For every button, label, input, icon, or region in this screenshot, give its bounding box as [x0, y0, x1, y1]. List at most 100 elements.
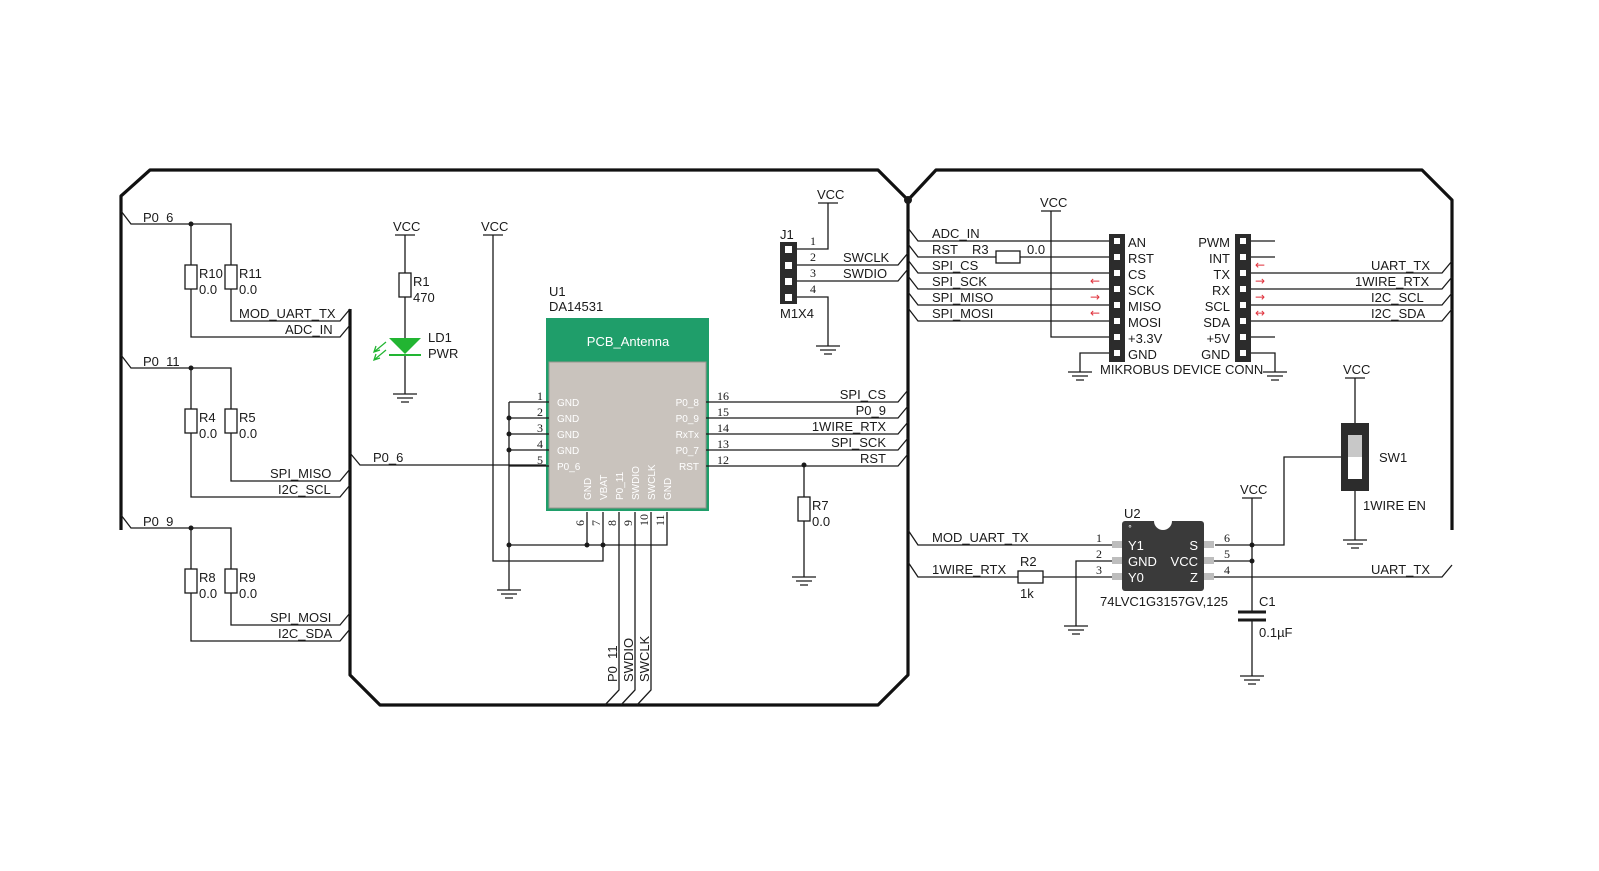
- module-u1: U1 DA14531 PCB_Antenna 1GND2GND3GND4GND5…: [509, 284, 746, 526]
- vcc-label-sw1: VCC: [1343, 362, 1370, 377]
- sw1-ref: SW1: [1379, 450, 1407, 465]
- resistor-r11: [224, 264, 238, 290]
- frame-junction: [904, 196, 912, 204]
- net-label-uart-tx-mb: UART_TX: [1371, 258, 1430, 273]
- resistor-r5: [224, 408, 238, 434]
- u2-pin-2: 2: [1096, 547, 1102, 561]
- j1-ref: J1: [780, 227, 794, 242]
- net-label-1wire-rtx-u2: 1WIRE_RTX: [932, 562, 1006, 577]
- j1-pin-2: 2: [810, 250, 816, 264]
- resistor-r7: [797, 496, 811, 522]
- u2-pin-5: 5: [1224, 547, 1230, 561]
- u1-bottom-pin-num: 11: [653, 514, 667, 526]
- u1-left-pin-name: GND: [557, 430, 579, 441]
- u2-pin-1: 1: [1096, 531, 1102, 545]
- u1-left-pin-num: 3: [537, 421, 543, 435]
- net-label-swclk-bottom: SWCLK: [637, 635, 652, 682]
- mikrobus-left-pin: CS: [1128, 267, 1146, 282]
- switch-sw1: VCC SW1 1WIRE EN: [1215, 362, 1426, 549]
- net-label-1wire-rtx-mb: 1WIRE_RTX: [1355, 274, 1429, 289]
- mikrobus-right-pin: SDA: [1203, 315, 1230, 330]
- svg-text:→: →: [1090, 290, 1100, 304]
- u1-right-pin-name: RxTx: [676, 430, 699, 441]
- net-label-adc-in-mb: ADC_IN: [932, 226, 980, 241]
- svg-text:←: ←: [1255, 258, 1265, 272]
- c1-ref: C1: [1259, 594, 1276, 609]
- right-section-frame: [906, 168, 1454, 530]
- net-label-spi-sck-mb: SPI_SCK: [932, 274, 987, 289]
- wire-p0-6: [349, 452, 546, 466]
- j1-type: M1X4: [780, 306, 814, 321]
- resistor-r1: [398, 272, 412, 298]
- resistor-r2: [1017, 570, 1044, 584]
- net-label-i2c-sda: I2C_SDA: [278, 626, 333, 641]
- r8-value: 0.0: [199, 586, 217, 601]
- r1-ref: R1: [413, 274, 430, 289]
- u1-left-pin-num: 1: [537, 389, 543, 403]
- chip-u2: U2 ° Y1 GND Y0 S VCC Z 1 2 3 6 5 4 74LVC…: [907, 506, 1453, 635]
- led-ld1: [389, 338, 421, 354]
- mikrobus-right-pin: GND: [1201, 347, 1230, 362]
- antenna-label: PCB_Antenna: [587, 334, 670, 349]
- sw1-label: 1WIRE EN: [1363, 498, 1426, 513]
- net-label-p0-11-bottom: P0_11: [605, 645, 620, 682]
- resistor-r4: [184, 408, 198, 434]
- svg-text:→: →: [1255, 290, 1265, 304]
- net-label-spi-mosi-mb: SPI_MOSI: [932, 306, 993, 321]
- u1-bottom-pin-num: 8: [605, 520, 619, 526]
- u1-bottom-pin-name: GND: [663, 478, 674, 500]
- led-value: PWR: [428, 346, 458, 361]
- r10-ref: R10: [199, 266, 223, 281]
- module-bottom-nets: P0_11 SWDIO SWCLK: [604, 512, 652, 706]
- u1-right-pin-num: 12: [717, 453, 729, 467]
- r5-ref: R5: [239, 410, 256, 425]
- r4-ref: R4: [199, 410, 216, 425]
- mikrobus-left-pin: AN: [1128, 235, 1146, 250]
- vcc-label-c1: VCC: [1240, 482, 1267, 497]
- u1-right-pin-name: P0_9: [676, 414, 700, 425]
- vcc-label-j1: VCC: [817, 187, 844, 202]
- module-right-net-label: RST: [860, 451, 886, 466]
- module-vcc-net: VCC: [481, 219, 668, 599]
- module-right-net-label: 1WIRE_RTX: [812, 419, 886, 434]
- mikrobus-right-pin: SCL: [1205, 299, 1230, 314]
- c1-value: 0.1µF: [1259, 625, 1293, 640]
- r8-ref: R8: [199, 570, 216, 585]
- net-label-mod-uart-tx: MOD_UART_TX: [239, 306, 336, 321]
- u1-right-pin-name: P0_7: [676, 446, 700, 457]
- net-label-i2c-sda-mb: I2C_SDA: [1371, 306, 1426, 321]
- module-right-net-label: SPI_CS: [840, 387, 887, 402]
- u1-left-pin-name: GND: [557, 414, 579, 425]
- power-led-circuit: VCC R1 470 LD1 PWR: [372, 219, 458, 403]
- capacitor-c1: VCC C1 0.1µF: [1238, 482, 1293, 685]
- u1-bottom-pin-num: 10: [637, 514, 651, 526]
- mikrobus-left-pin: MOSI: [1128, 315, 1161, 330]
- net-label-spi-miso: SPI_MISO: [270, 466, 331, 481]
- vcc-label-mikrobus: VCC: [1040, 195, 1067, 210]
- net-label-spi-mosi: SPI_MOSI: [270, 610, 331, 625]
- resistor-r9: [224, 568, 238, 594]
- led-ref: LD1: [428, 330, 452, 345]
- u1-ref: U1: [549, 284, 566, 299]
- net-label-mod-uart-tx-u2: MOD_UART_TX: [932, 530, 1029, 545]
- u1-left-pin-name: GND: [557, 398, 579, 409]
- net-label-p0-6: P0_6: [143, 210, 173, 225]
- net-label-swdio: SWDIO: [843, 266, 887, 281]
- vcc-label-module: VCC: [481, 219, 508, 234]
- u1-right-pin-num: 14: [717, 421, 729, 435]
- j1-pin-3: 3: [810, 266, 816, 280]
- u1-left-pin-num: 5: [537, 453, 543, 467]
- r3-ref: R3: [972, 242, 989, 257]
- r2-ref: R2: [1020, 554, 1037, 569]
- resistor-group-3: P0_9 R8 0.0 R9 0.0 SPI_MOSI I2C_SDA: [120, 514, 351, 642]
- r11-ref: R11: [239, 266, 262, 281]
- u1-bottom-pin-num: 7: [589, 520, 603, 526]
- r9-ref: R9: [239, 570, 256, 585]
- u2-pin-vcc: VCC: [1171, 554, 1198, 569]
- u1-bottom-pin-num: 6: [573, 520, 587, 526]
- u2-pin-y1: Y1: [1128, 538, 1144, 553]
- net-label-p0-9: P0_9: [143, 514, 173, 529]
- mikrobus-title: MIKROBUS DEVICE CONN: [1100, 362, 1263, 377]
- resistor-group-1: P0_6 R10 0.0 R11 0.0 MOD_UART_TX ADC_IN: [120, 210, 351, 338]
